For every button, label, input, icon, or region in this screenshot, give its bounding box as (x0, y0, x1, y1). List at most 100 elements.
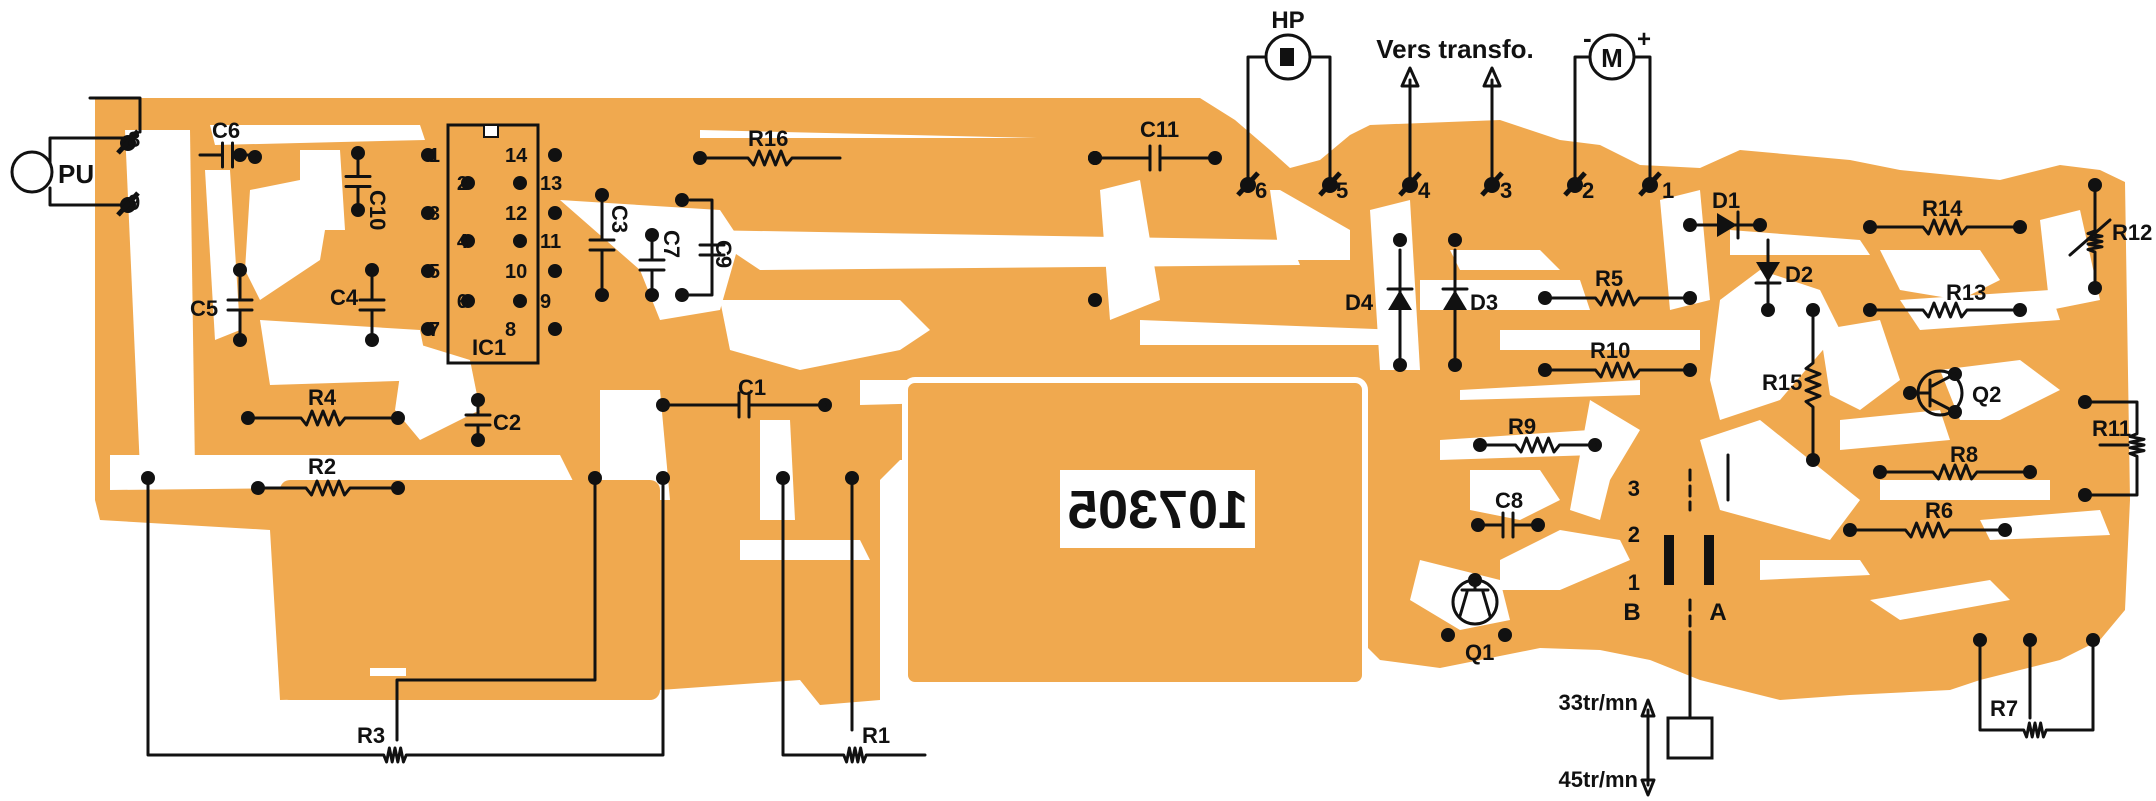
connector-mark-5 (1480, 171, 1504, 197)
pad-12 (513, 294, 527, 308)
label-motor: M (1601, 43, 1623, 73)
label-ic1: IC1 (472, 335, 506, 360)
resistor-r16 (698, 149, 842, 167)
pad-39 (776, 471, 790, 485)
label-c11: C11 (1140, 117, 1179, 142)
label-vers-transfo: Vers transfo. (1376, 34, 1534, 64)
pad-50 (1448, 358, 1462, 372)
pad-48 (1448, 233, 1462, 247)
label-c4: C4 (330, 285, 359, 310)
label-q1: Q1 (1465, 640, 1494, 665)
resistor-r1 (828, 746, 882, 764)
conn-pin-2: 2 (1582, 178, 1594, 203)
label-r16: R16 (748, 126, 788, 151)
pad-3 (461, 234, 475, 248)
pad-1 (461, 176, 475, 190)
ic-pin-left-5: 5 (429, 261, 440, 283)
pad-74 (2078, 395, 2092, 409)
label-c9: C9 (711, 240, 736, 268)
label-r14: R14 (1922, 196, 1963, 221)
label-r9: R9 (1508, 414, 1536, 439)
capacitor-c1 (661, 391, 827, 419)
connector-mark-1 (116, 191, 140, 217)
pad-45 (1088, 293, 1102, 307)
label-d4: D4 (1345, 290, 1374, 315)
pad-2 (421, 206, 435, 220)
capacitor-c8 (1476, 511, 1540, 539)
resistor-r3 (368, 746, 422, 764)
resistor-r9 (1478, 436, 1597, 454)
label-r2: R2 (308, 454, 336, 479)
transistors (1451, 369, 1964, 626)
pad-8 (513, 176, 527, 190)
label-d3: D3 (1470, 290, 1498, 315)
label-r13: R13 (1946, 280, 1986, 305)
ic-pin-right-14: 14 (505, 145, 528, 167)
pad-10 (513, 234, 527, 248)
resistor-r11 (2128, 418, 2146, 472)
connector-mark-7 (1638, 171, 1662, 197)
label-pu: PU (58, 159, 94, 189)
ic-pin-right-12: 12 (505, 203, 527, 225)
resistor-r14 (1868, 218, 2022, 236)
resistor-r13 (1868, 301, 2022, 319)
label-r8: R8 (1950, 442, 1978, 467)
label-r6: R6 (1925, 498, 1953, 523)
label-c8: C8 (1495, 488, 1523, 513)
resistor-r15 (1804, 308, 1822, 462)
conn-pin-3: 3 (1500, 178, 1512, 203)
pad-81 (2023, 633, 2037, 647)
resistor-r12 (2086, 216, 2104, 267)
pad-75 (2078, 488, 2092, 502)
capacitor-c10 (344, 151, 372, 212)
pad-6 (421, 322, 435, 336)
label-r4: R4 (308, 385, 337, 410)
capacitor-c9 (698, 218, 726, 282)
label-c6: C6 (212, 118, 240, 143)
label-c7: C7 (659, 230, 684, 258)
connector-mark-4 (1398, 171, 1422, 197)
stamp-text: 107305 (1068, 480, 1248, 540)
pad-26 (675, 193, 689, 207)
label-d1: D1 (1712, 188, 1740, 213)
pad-13 (548, 322, 562, 336)
resistor-r6 (1848, 521, 2007, 539)
label-c2: C2 (493, 410, 521, 435)
capacitor-c2 (464, 398, 492, 442)
ic-pin-left-2: 2 (457, 173, 468, 195)
capacitor-c3 (588, 193, 616, 297)
label-speed-33: 33tr/mn (1559, 690, 1638, 715)
pad-35 (588, 471, 602, 485)
label-q2: Q2 (1972, 382, 2001, 407)
label-speed-45: 45tr/mn (1559, 767, 1638, 792)
conn-pin-5: 5 (1336, 178, 1348, 203)
label-r12: R12 (2112, 220, 2152, 245)
label-d2: D2 (1785, 262, 1813, 287)
label-r7: R7 (1990, 696, 2018, 721)
slide-switch (1664, 453, 1730, 642)
label-r5: R5 (1595, 266, 1623, 291)
ic-pin-left-4: 4 (457, 231, 469, 253)
resistor-r4 (246, 409, 400, 427)
ic-pin-right-9: 9 (540, 291, 551, 313)
capacitor-c11 (1093, 144, 1217, 172)
wires (48, 55, 2139, 797)
ic-pin-left-3: 3 (429, 203, 440, 225)
switch-pin-2: 2 (1628, 522, 1640, 547)
pu-symbol (10, 150, 54, 194)
pad-27 (675, 288, 689, 302)
resistor-r10 (1543, 361, 1692, 379)
resistor-r7 (2008, 721, 2062, 739)
copper-layer (95, 98, 2130, 705)
capacitors (198, 141, 1540, 539)
label-c5: C5 (190, 296, 218, 321)
conn-pin-4: 4 (1418, 178, 1431, 203)
resistors (246, 149, 2146, 764)
board-stamp: 107305 (1060, 470, 1255, 548)
conn-pin-6: 6 (1255, 178, 1267, 203)
pad-60 (1498, 628, 1512, 642)
label-r15: R15 (1762, 370, 1802, 395)
capacitor-c5 (226, 268, 254, 342)
ic-pin-left-1: 1 (429, 145, 440, 167)
